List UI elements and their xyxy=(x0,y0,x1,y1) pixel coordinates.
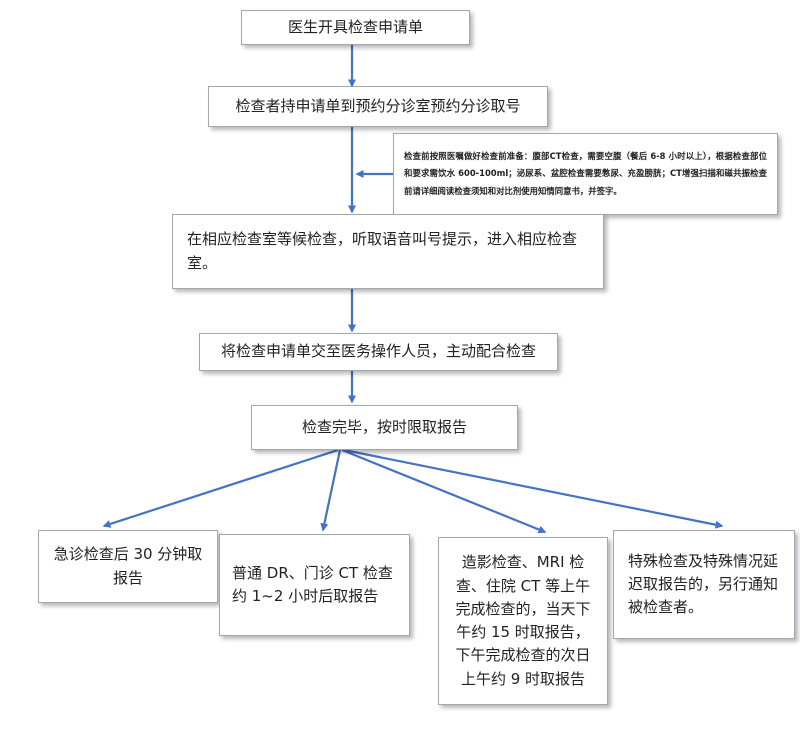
step-appointment-triage-text: 检查者持申请单到预约分诊室预约分诊取号 xyxy=(235,96,521,115)
outcome-special: 特殊检查及特殊情况延迟取报告的，另行通知被检查者。 xyxy=(613,530,795,639)
preparation-note: 检查前按照医嘱做好检查前准备：腹部CT检查，需要空腹（餐后 6-8 小时以上），… xyxy=(393,133,778,215)
arrow-s5-o2 xyxy=(320,449,342,532)
outcome-special-text: 特殊检查及特殊情况延迟取报告的，另行通知被检查者。 xyxy=(628,551,779,617)
arrow-s5-o4 xyxy=(343,448,724,529)
outcome-emergency-text: 急诊检查后 30 分钟取报告 xyxy=(53,545,203,587)
outcome-emergency: 急诊检查后 30 分钟取报告 xyxy=(38,530,218,603)
arrow-s5-o3 xyxy=(341,448,547,534)
outcome-contrast-mri: 造影检查、MRI 检查、住院 CT 等上午完成检查的，当天下午约 15 时取报告… xyxy=(438,537,608,705)
step-appointment-triage: 检查者持申请单到预约分诊室预约分诊取号 xyxy=(208,86,548,127)
outcome-dr-ct-text: 普通 DR、门诊 CT 检查约 1~2 小时后取报告 xyxy=(232,563,393,605)
step-wait-call: 在相应检查室等候检查，听取语音叫号提示，进入相应检查室。 xyxy=(172,214,604,289)
step-doctor-request: 医生开具检查申请单 xyxy=(241,10,470,45)
preparation-note-text: 检查前按照医嘱做好检查前准备：腹部CT检查，需要空腹（餐后 6-8 小时以上），… xyxy=(404,151,767,196)
step-exam-complete: 检查完毕，按时限取报告 xyxy=(251,405,518,450)
step-doctor-request-text: 医生开具检查申请单 xyxy=(287,17,423,36)
outcome-contrast-mri-text: 造影检查、MRI 检查、住院 CT 等上午完成检查的，当天下午约 15 时取报告… xyxy=(455,553,591,688)
step-submit-cooperate-text: 将检查申请单交至医务操作人员，主动配合检查 xyxy=(220,342,536,361)
outcome-dr-ct: 普通 DR、门诊 CT 检查约 1~2 小时后取报告 xyxy=(219,534,410,636)
step-submit-cooperate: 将检查申请单交至医务操作人员，主动配合检查 xyxy=(199,333,558,371)
step-wait-call-text: 在相应检查室等候检查，听取语音叫号提示，进入相应检查室。 xyxy=(187,230,578,272)
arrow-s5-o1 xyxy=(102,448,339,528)
step-exam-complete-text: 检查完毕，按时限取报告 xyxy=(301,417,467,436)
